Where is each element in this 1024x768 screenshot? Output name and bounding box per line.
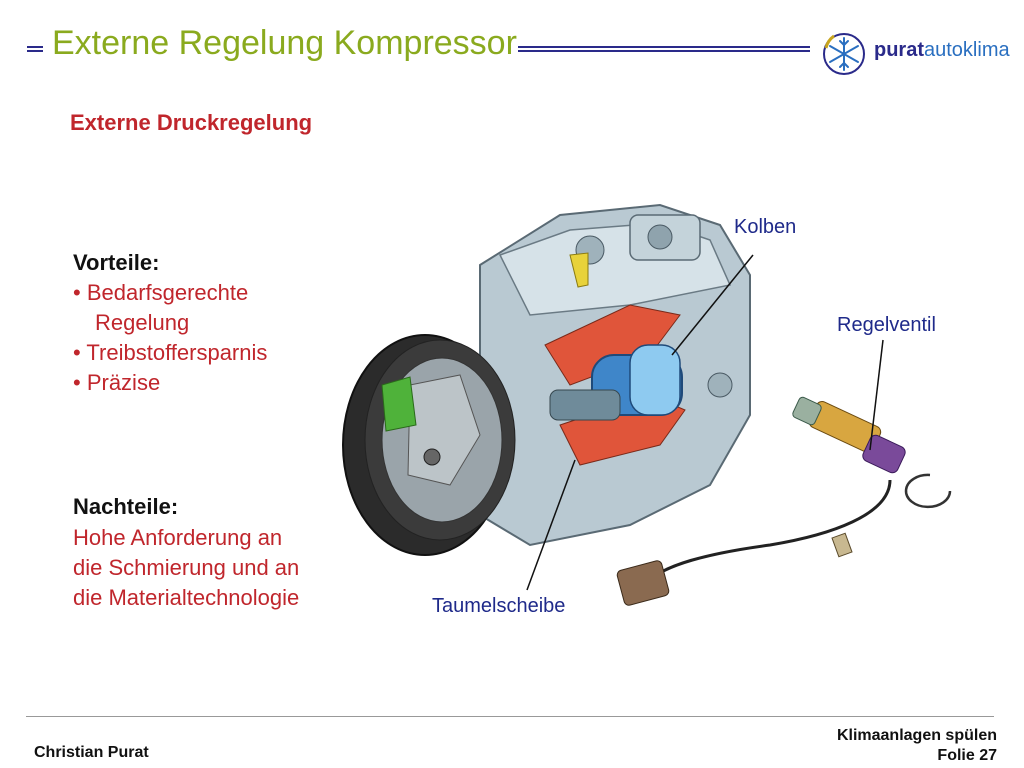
advantage-item: Regelung (95, 310, 190, 335)
control-valve (792, 396, 906, 474)
advantage-item: • Präzise (73, 370, 161, 395)
footer-author: Christian Purat (34, 744, 149, 761)
compressor-body (479, 203, 751, 547)
pulley (342, 334, 516, 556)
callout-kolben: Kolben (734, 216, 797, 238)
footer-info: Klimaanlagen spülen Folie 27 (837, 726, 997, 766)
advantage-item: • Bedarfsgerechte (73, 280, 249, 305)
regelventil-leader-line (869, 339, 884, 451)
snowflake-logo-icon (823, 33, 865, 75)
disadvantage-line: die Materialtechnologie (73, 585, 300, 610)
footer-topic: Klimaanlagen spülen (836, 727, 997, 744)
slide-title: Externe Regelung Kompressor (52, 24, 517, 62)
taumelscheibe-leader-line (526, 459, 576, 591)
disadvantages-heading: Nachteile: (73, 494, 179, 519)
title-rule-left (27, 46, 43, 52)
disadvantage-line: die Schmierung und an (73, 555, 300, 580)
brand-logo-text: puratautoklima (874, 39, 1010, 61)
callout-regelventil: Regelventil (837, 314, 936, 336)
section-subtitle: Externe Druckregelung (70, 110, 313, 135)
title-rule-right (518, 46, 810, 52)
compressor-cutaway-illustration (342, 203, 952, 606)
footer-slide-number: Folie 27 (937, 747, 997, 764)
kolben-leader-line (671, 254, 754, 356)
callout-taumelscheibe: Taumelscheibe (432, 595, 566, 617)
footer-divider (26, 716, 994, 717)
disadvantage-line: Hohe Anforderung an (73, 525, 283, 550)
advantages-heading: Vorteile: (73, 250, 160, 275)
advantage-item: • Treibstoffersparnis (73, 340, 268, 365)
